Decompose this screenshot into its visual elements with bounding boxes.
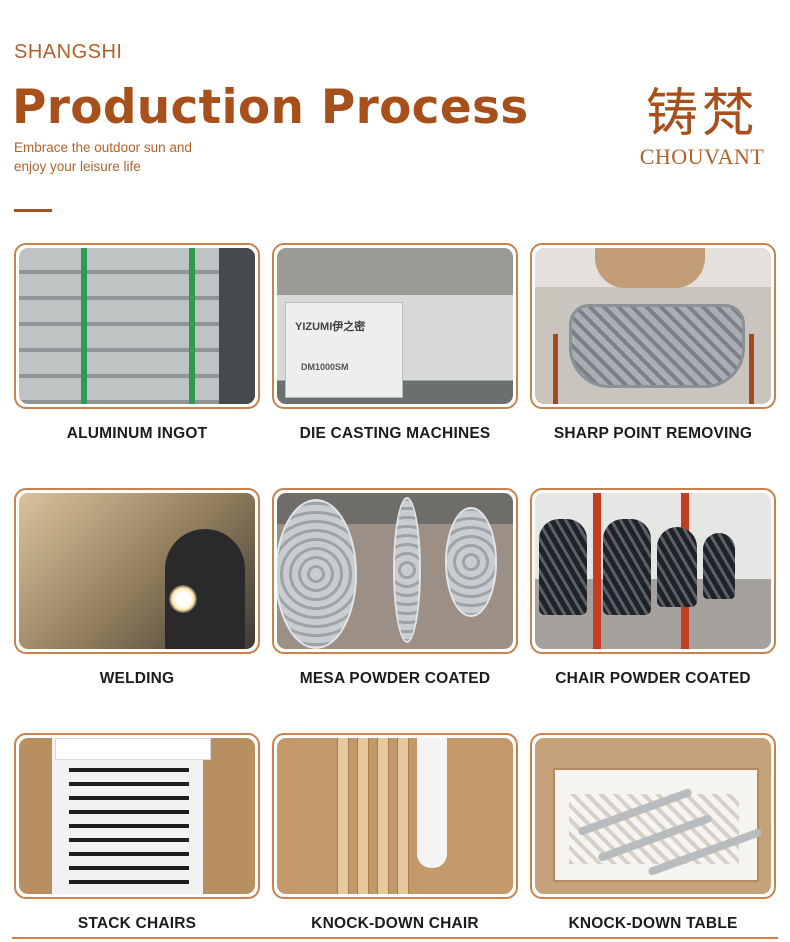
step-card-die-casting: YIZUMI伊之密 DM1000SM DIE CASTING MACHINES bbox=[272, 243, 518, 443]
step-caption: MESA POWDER COATED bbox=[299, 670, 491, 687]
step-card-chair-powder: CHAIR POWDER COATED bbox=[530, 488, 776, 688]
step-card-sharp-point: SHARP POINT REMOVING bbox=[530, 243, 776, 443]
die-casting-machine-photo: YIZUMI伊之密 DM1000SM bbox=[277, 248, 513, 404]
page-title: Production Process bbox=[12, 80, 529, 135]
step-caption: STACK CHAIRS bbox=[77, 915, 197, 932]
step-photo-frame bbox=[272, 733, 518, 899]
logo-cjk: 铸梵 bbox=[645, 84, 758, 144]
tagline-line-2: enjoy your leisure life bbox=[14, 159, 141, 174]
step-caption: CHAIR POWDER COATED bbox=[555, 670, 751, 687]
knock-down-table-photo bbox=[535, 738, 771, 894]
knock-down-chair-photo bbox=[277, 738, 513, 894]
step-photo-frame: YIZUMI伊之密 DM1000SM bbox=[272, 243, 518, 409]
step-photo-frame bbox=[14, 733, 260, 899]
stack-chairs-photo bbox=[19, 738, 255, 894]
step-card-knock-down-table: KNOCK-DOWN TABLE bbox=[530, 733, 776, 933]
step-caption: SHARP POINT REMOVING bbox=[553, 425, 753, 442]
step-photo-frame bbox=[530, 243, 776, 409]
step-caption: KNOCK-DOWN CHAIR bbox=[311, 915, 479, 932]
machine-brand-text: YIZUMI伊之密 bbox=[295, 321, 366, 333]
step-caption: KNOCK-DOWN TABLE bbox=[568, 915, 738, 932]
machine-model-text: DM1000SM bbox=[301, 362, 349, 372]
step-card-welding: WELDING bbox=[14, 488, 260, 688]
step-card-mesa-powder: MESA POWDER COATED bbox=[272, 488, 518, 688]
chair-powder-coated-photo bbox=[535, 493, 771, 649]
tagline-line-1: Embrace the outdoor sun and bbox=[14, 140, 192, 155]
step-caption: DIE CASTING MACHINES bbox=[299, 425, 491, 442]
step-card-knock-down-chair: KNOCK-DOWN CHAIR bbox=[272, 733, 518, 933]
tagline: Embrace the outdoor sun and enjoy your l… bbox=[14, 138, 234, 176]
step-photo-frame bbox=[14, 243, 260, 409]
bottom-rule bbox=[12, 937, 778, 939]
step-photo-frame bbox=[272, 488, 518, 654]
step-caption: ALUMINUM INGOT bbox=[66, 425, 208, 442]
step-photo-frame bbox=[530, 488, 776, 654]
step-card-aluminum-ingot: ALUMINUM INGOT bbox=[14, 243, 260, 443]
step-caption: WELDING bbox=[99, 670, 175, 687]
mesa-powder-coated-photo bbox=[277, 493, 513, 649]
welding-photo bbox=[19, 493, 255, 649]
step-photo-frame bbox=[530, 733, 776, 899]
accent-divider bbox=[14, 209, 52, 212]
sharp-point-removing-photo bbox=[535, 248, 771, 404]
step-photo-frame bbox=[14, 488, 260, 654]
brand-label: SHANGSHI bbox=[14, 41, 123, 63]
step-card-stack-chairs: STACK CHAIRS bbox=[14, 733, 260, 933]
aluminum-ingot-photo bbox=[19, 248, 255, 404]
logo-name: CHOUVANT bbox=[639, 144, 765, 169]
company-logo: 铸梵 CHOUVANT bbox=[624, 84, 780, 170]
